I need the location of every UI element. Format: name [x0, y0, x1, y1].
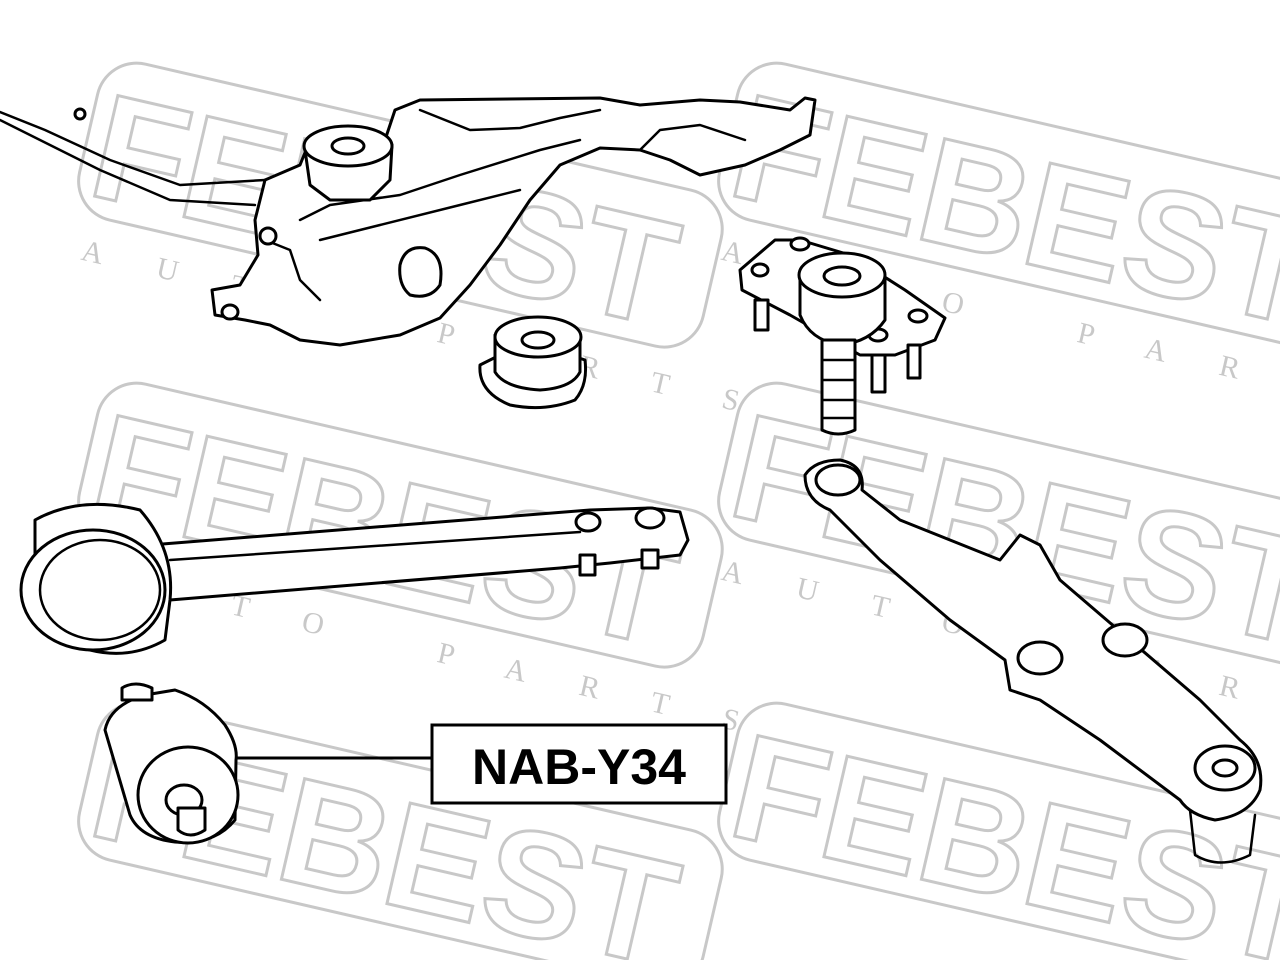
part-number-label: NAB-Y34	[472, 739, 686, 795]
rear-arm	[803, 458, 1263, 864]
loose-bushing	[478, 315, 587, 410]
subframe	[0, 96, 817, 347]
control-arm	[19, 502, 690, 655]
strut-mount	[738, 236, 947, 436]
watermark-layer: FEBEST AUTO PARTS FEBEST AUTO PARTS FEBE…	[76, 60, 1280, 960]
bushing-nab-y34	[103, 682, 240, 845]
callout: NAB-Y34	[236, 723, 728, 805]
part-number-box	[430, 723, 728, 805]
